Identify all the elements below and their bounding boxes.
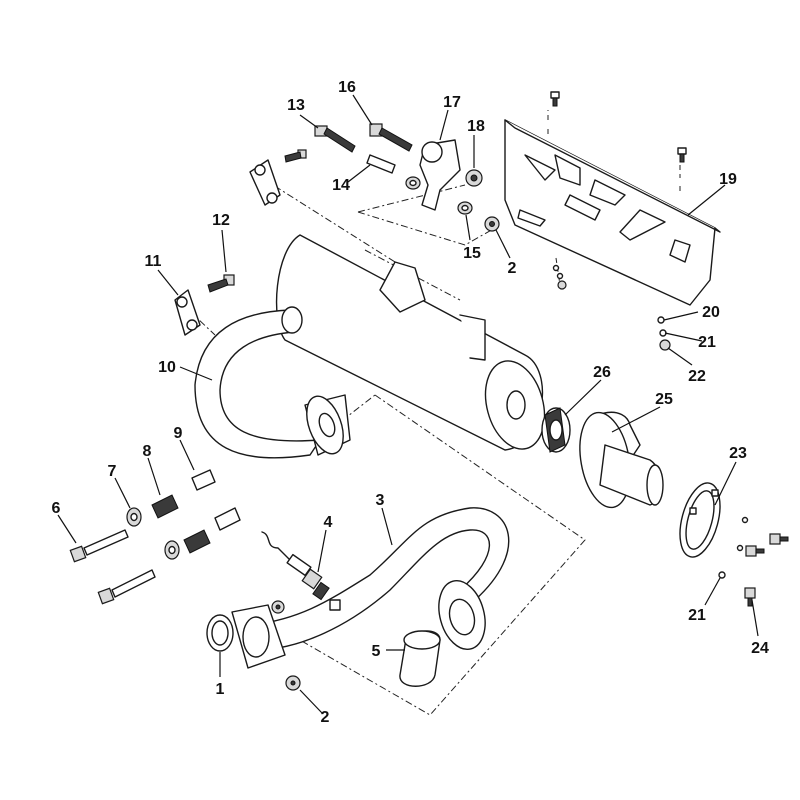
callout-15: 15 — [463, 245, 481, 262]
head-pipe-bracket — [174, 289, 201, 336]
callout-19: 19 — [719, 171, 737, 188]
callout-21-upper: 21 — [698, 334, 716, 351]
bracket-washer — [457, 201, 473, 215]
spring-8 — [151, 494, 179, 519]
callout-5: 5 — [372, 643, 381, 660]
bracket-sleeve — [366, 154, 396, 174]
link-pipe — [231, 507, 510, 669]
flange-nut — [271, 600, 285, 614]
bracket-bolt-12 — [207, 274, 235, 293]
callout-10: 10 — [158, 359, 176, 376]
callout-2-upper: 2 — [508, 260, 517, 277]
tailpipe-ring — [679, 482, 721, 558]
heat-shield-hardware — [657, 316, 671, 351]
bracket-nut — [484, 216, 500, 232]
heat-shield — [504, 119, 721, 306]
callout-18: 18 — [467, 118, 485, 135]
tailpipe — [579, 411, 664, 509]
callout-3: 3 — [376, 492, 385, 509]
mount-bolt-16 — [369, 123, 413, 152]
callout-2-lower: 2 — [321, 709, 330, 726]
spark-arrestor-screen — [541, 407, 571, 453]
bracket-washer — [405, 176, 421, 190]
tailpipe-bolt — [769, 533, 789, 545]
spring-bolt-6 — [69, 529, 129, 563]
callout-13: 13 — [287, 97, 305, 114]
bracket-nut — [465, 169, 483, 187]
callout-1: 1 — [216, 681, 225, 698]
tailpipe-bolt — [745, 545, 765, 557]
spring — [183, 529, 211, 554]
flange-nut — [285, 675, 301, 691]
callout-8: 8 — [143, 443, 152, 460]
callout-labels: 1 2 3 4 5 6 7 8 9 10 11 12 13 14 15 16 1… — [52, 79, 769, 726]
callout-4: 4 — [324, 514, 333, 531]
callout-25: 25 — [655, 391, 673, 408]
callout-22: 22 — [688, 368, 706, 385]
washer-7 — [126, 507, 142, 527]
spring-bolt — [97, 569, 156, 605]
callout-7: 7 — [108, 463, 117, 480]
link-bracket — [249, 159, 281, 206]
mount-bracket — [419, 139, 461, 211]
small-washers — [718, 516, 749, 579]
heat-shield-bolt — [677, 147, 687, 163]
callout-17: 17 — [443, 94, 461, 111]
exhaust-gasket — [206, 614, 234, 652]
heat-shield-washers — [552, 264, 567, 290]
head-pipe — [194, 306, 351, 459]
sleeve — [399, 630, 441, 687]
washer — [164, 540, 180, 560]
callout-20: 20 — [702, 304, 720, 321]
callout-26: 26 — [593, 364, 611, 381]
heat-shield-bolt — [550, 91, 560, 107]
muffler — [275, 234, 546, 451]
spacer-9 — [191, 469, 216, 491]
callout-21-lower: 21 — [688, 607, 706, 624]
oxygen-sensor — [261, 531, 330, 601]
callout-24: 24 — [751, 640, 769, 657]
mount-bolt-left — [284, 149, 307, 163]
callout-14: 14 — [332, 177, 350, 194]
callout-9: 9 — [174, 425, 183, 442]
tailpipe-bolt — [744, 587, 756, 607]
callout-11: 11 — [145, 253, 162, 270]
mount-bolt-13 — [314, 125, 356, 153]
spacer — [214, 507, 241, 531]
callout-6: 6 — [52, 500, 61, 517]
callout-12: 12 — [212, 212, 230, 229]
leader-lines — [57, 94, 759, 714]
callout-23: 23 — [729, 445, 747, 462]
callout-16: 16 — [338, 79, 356, 96]
